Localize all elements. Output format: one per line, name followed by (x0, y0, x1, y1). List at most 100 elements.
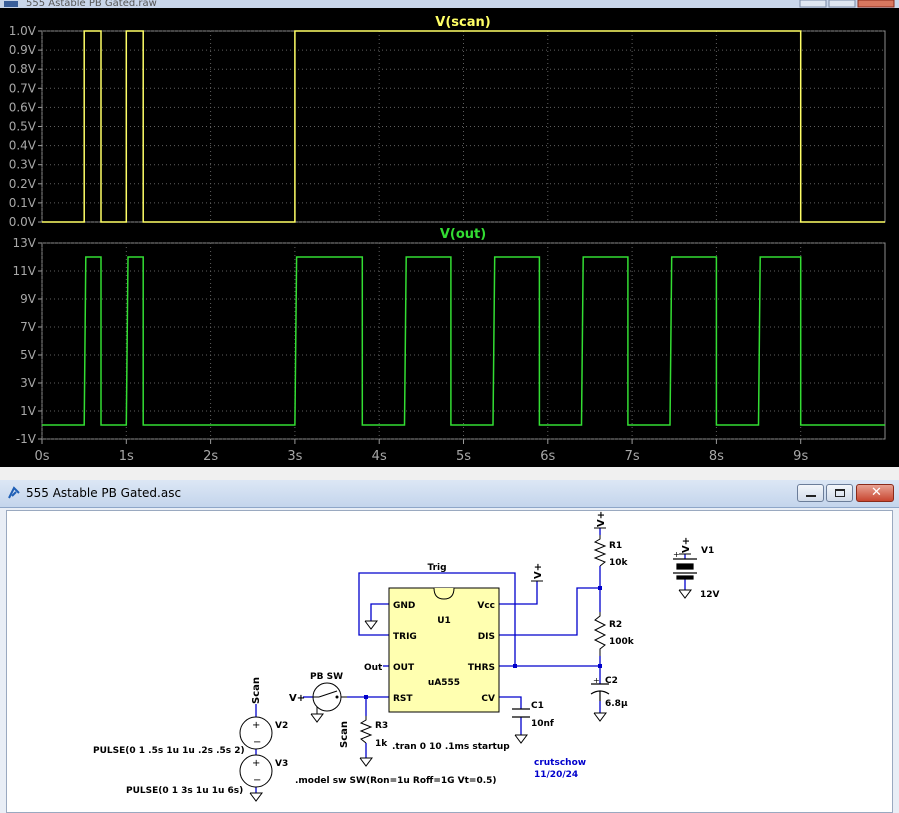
waveform-plot[interactable]: 555 Astable PB Gated.raw 1.0V0.9V0.8V0.7… (0, 0, 899, 467)
schematic-canvas[interactable]: GND Vcc U1 TRIG DIS OUT uA555 THRS RST C… (6, 510, 893, 813)
pb-switch-label: PB SW (310, 672, 343, 682)
schematic-titlebar[interactable]: 555 Astable PB Gated.asc ✕ (0, 480, 899, 508)
x-tick-label: 7s (625, 449, 640, 464)
v3-source-spec: PULSE(0 1 3s 1u 1u 6s) (126, 786, 243, 796)
waveform-icon (4, 1, 18, 7)
c2-value: 6.8µ (605, 699, 628, 709)
y-tick-label: 0.1V (9, 196, 37, 210)
schematic-window-title: 555 Astable PB Gated.asc (26, 486, 182, 500)
plot-minimize-button[interactable] (799, 0, 827, 8)
plot-maximize-button[interactable] (828, 0, 856, 8)
v1-label: V1 (701, 546, 714, 556)
resistors[interactable] (359, 535, 607, 744)
scan-pane[interactable]: 1.0V0.9V0.8V0.7V0.6V0.5V0.4V0.3V0.2V0.1V… (9, 15, 886, 229)
c2-label: C2 (605, 676, 618, 686)
ground-icon (359, 757, 373, 767)
plot-close-button[interactable] (857, 0, 895, 8)
pin-thrs-label: THRS (468, 663, 495, 673)
junctions (364, 586, 602, 699)
y-tick-label: 13V (13, 236, 37, 250)
capacitors[interactable] (512, 683, 610, 718)
pin-cv-label: CV (481, 694, 495, 704)
pin-vcc-label: Vcc (477, 601, 495, 611)
dis-wire (499, 587, 600, 636)
y-tick-label: 0.9V (9, 43, 37, 57)
y-tick-label: 1V (20, 404, 37, 418)
y-tick-label: 9V (20, 292, 37, 306)
y-tick-label: 7V (20, 320, 37, 334)
out-trace (42, 256, 885, 426)
close-icon: ✕ (871, 485, 882, 500)
restore-icon (835, 489, 845, 497)
ground-icon (310, 713, 324, 723)
y-tick-label: 0.6V (9, 100, 37, 114)
v2-source-spec: PULSE(0 1 .5s 1u 1u .2s .5s 2) (93, 746, 245, 756)
pin-gnd-label: GND (393, 601, 415, 611)
r1-label: R1 (609, 541, 622, 551)
author-note: crutschow (534, 758, 586, 768)
u1-ref-label: U1 (437, 616, 451, 626)
u1-body (388, 587, 500, 713)
r1-resistor (593, 535, 607, 567)
u1-notch (433, 587, 455, 600)
schematic-minimize-button[interactable] (797, 484, 824, 502)
c1-label: C1 (531, 701, 544, 711)
v3-source (239, 754, 273, 788)
ground-symbols (249, 589, 692, 802)
schematic-close-button[interactable]: ✕ (856, 484, 894, 502)
tran-directive[interactable]: .tran 0 10 .1ms startup (392, 742, 510, 752)
v2-label: V2 (275, 721, 288, 731)
y-tick-label: 3V (20, 376, 37, 390)
cv-wire (499, 696, 522, 709)
y-tick-label: 5V (20, 348, 37, 362)
vplus-label-u1: V+ (533, 563, 544, 579)
r2-resistor (593, 612, 607, 656)
out-net-label: Out (364, 663, 383, 673)
x-tick-label: 8s (709, 449, 724, 464)
x-tick-label: 6s (540, 449, 555, 464)
v2-source (239, 716, 273, 750)
vplus-label-v1: V+ (681, 537, 692, 553)
pin-rst-label: RST (393, 694, 413, 704)
svg-text:−: − (253, 775, 261, 786)
r2-value: 100k (609, 637, 635, 647)
scan-trace-label[interactable]: V(scan) (435, 15, 490, 30)
u1-timer[interactable]: GND Vcc U1 TRIG DIS OUT uA555 THRS RST C… (388, 587, 500, 713)
y-tick-label: 0.2V (9, 177, 37, 191)
plot-window-title: 555 Astable PB Gated.raw (26, 0, 157, 9)
y-tick-label: 0.0V (9, 215, 37, 229)
c2-polarity: + (593, 676, 600, 685)
y-tick-label: -1V (16, 432, 37, 446)
v1-polarity: + (673, 550, 680, 559)
y-tick-label: 1.0V (9, 24, 37, 38)
vplus-flags (531, 527, 691, 582)
svg-text:−: − (253, 737, 261, 748)
vplus-label-r1: V+ (596, 511, 607, 527)
x-tick-label: 5s (456, 449, 471, 464)
ground-icon (514, 734, 528, 744)
ground-icon (593, 712, 607, 722)
ground-icon (364, 620, 378, 630)
schematic-restore-button[interactable] (826, 484, 853, 502)
r3-label: R3 (375, 721, 388, 731)
x-tick-label: 4s (372, 449, 387, 464)
minimize-icon (806, 495, 816, 497)
v1-battery[interactable] (673, 558, 697, 580)
source-polarity: +− +− (252, 720, 261, 786)
c1-value: 10nf (531, 719, 554, 729)
model-directive[interactable]: .model sw SW(Ron=1u Roff=1G Vt=0.5) (295, 776, 497, 786)
schematic-icon (8, 486, 20, 499)
scan-trace (42, 30, 885, 223)
r3-resistor (359, 716, 373, 744)
ground-icon (249, 792, 263, 802)
r2-label: R2 (609, 620, 622, 630)
voltage-sources[interactable] (239, 716, 273, 788)
out-trace-label[interactable]: V(out) (440, 227, 486, 242)
pb-switch[interactable] (312, 682, 347, 714)
scan-net-label-src: Scan (251, 677, 262, 704)
y-tick-label: 0.3V (9, 158, 37, 172)
